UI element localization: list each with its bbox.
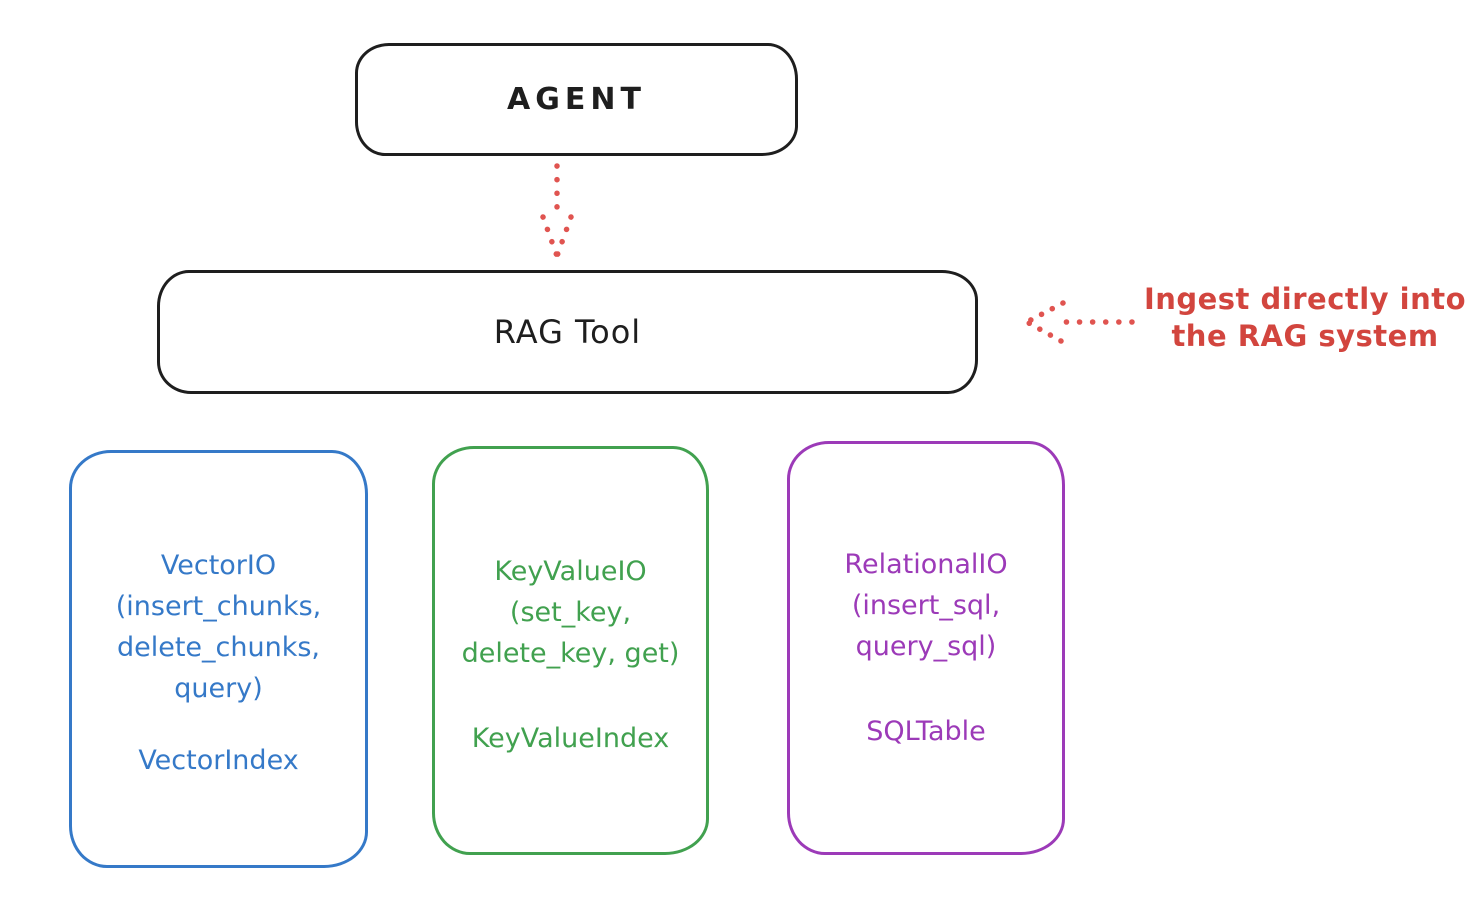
annotation-to-rag-tool-arrow — [1024, 300, 1135, 344]
relational-io-line: (insert_sql, — [851, 590, 1001, 621]
vector-io-box: VectorIO (insert_chunks, delete_chunks, … — [69, 450, 368, 868]
relational-io-box-text: RelationalIO (insert_sql, query_sql) SQL… — [790, 544, 1062, 752]
vector-index-label: VectorIndex — [138, 745, 299, 776]
ingest-annotation-line1: Ingest directly into — [1143, 282, 1467, 316]
vector-io-box-text: VectorIO (insert_chunks, delete_chunks, … — [72, 545, 365, 781]
agent-to-rag-tool-arrow — [540, 163, 574, 259]
ingest-annotation: Ingest directly into the RAG system — [1140, 281, 1470, 355]
keyvalue-io-box-text: KeyValueIO (set_key, delete_key, get) Ke… — [435, 551, 706, 759]
rag-tool-box: RAG Tool — [157, 270, 978, 394]
keyvalue-io-line: KeyValueIO — [494, 556, 647, 587]
ingest-annotation-line2: the RAG system — [1171, 319, 1439, 353]
sql-table-label: SQLTable — [866, 716, 986, 747]
keyvalue-index-label: KeyValueIndex — [471, 723, 670, 754]
relational-io-line: RelationalIO — [844, 549, 1008, 580]
vector-io-line: delete_chunks, — [116, 632, 321, 663]
agent-box: AGENT — [355, 43, 798, 156]
vector-io-line: query) — [174, 673, 263, 704]
keyvalue-io-box: KeyValueIO (set_key, delete_key, get) Ke… — [432, 446, 709, 855]
agent-box-label: AGENT — [507, 82, 646, 117]
relational-io-box: RelationalIO (insert_sql, query_sql) SQL… — [787, 441, 1065, 855]
keyvalue-io-line: delete_key, get) — [461, 638, 680, 669]
vector-io-line: (insert_chunks, — [115, 591, 322, 622]
relational-io-line: query_sql) — [855, 631, 997, 662]
keyvalue-io-line: (set_key, — [509, 597, 632, 628]
rag-tool-box-label: RAG Tool — [493, 313, 642, 351]
vector-io-line: VectorIO — [160, 550, 277, 581]
